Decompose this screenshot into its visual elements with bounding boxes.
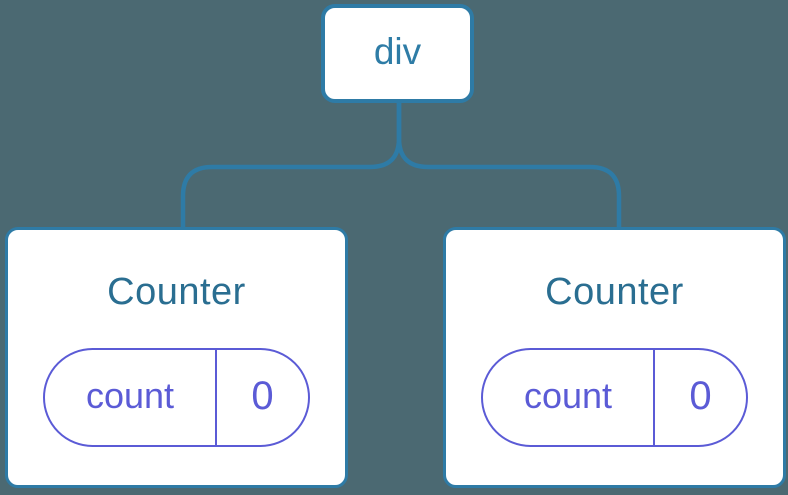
state-pill: count 0 [43,348,310,447]
state-pill-key-section: count [45,350,215,445]
state-pill-divider [215,350,217,445]
root-node: div [321,4,474,103]
counter-title: Counter [545,271,684,313]
state-pill-value-section: 0 [217,350,308,445]
counter-card-right: Counter count 0 [443,227,786,488]
state-key-label: count [523,374,613,416]
state-key-label: count [85,374,175,416]
state-value-label: 0 [251,373,274,418]
state-pill: count 0 [481,348,748,447]
state-pill-key-section: count [483,350,653,445]
state-pill-value-section: 0 [655,350,746,445]
root-node-label: div [373,31,422,72]
counter-card-left: Counter count 0 [5,227,348,488]
connector-left-branch [180,103,402,228]
state-pill-divider [653,350,655,445]
connector-right-branch [396,103,622,228]
state-value-label: 0 [689,373,712,418]
counter-title: Counter [107,271,246,313]
